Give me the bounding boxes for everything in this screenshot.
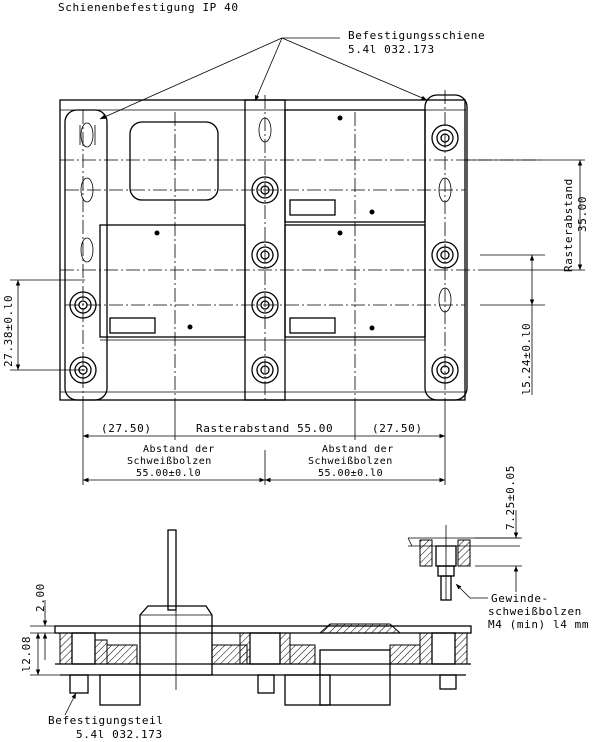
dim-side-top: 2.00 (34, 583, 47, 612)
bolt-label-line2: schweißbolzen (488, 605, 582, 618)
part-label-name: Befestigungsteil (48, 714, 164, 727)
top-view (59, 90, 540, 401)
left-rail (64, 109, 108, 401)
dim-bolt-height: 7.25±0.05 (504, 465, 517, 530)
dim-side-height: l2.08 (20, 636, 33, 672)
drawing-title: Schienenbefestigung IP 40 (58, 1, 239, 14)
dim-left-offset: (27.50) (101, 422, 152, 435)
dim-right-grid-title: Rasterabstand (562, 178, 575, 272)
bolt-dist-left-value: 55.00±0.l0 (136, 468, 201, 479)
rail-label-name: Befestigungsschiene (348, 29, 485, 42)
dim-right-grid-value: 35.00 (576, 196, 589, 232)
bolt-dist-right-value: 55.00±0.l0 (318, 468, 383, 479)
label-plate (109, 317, 156, 334)
rail-label-leaders (99, 37, 428, 120)
dim-grid-spacing: Rasterabstand 55.00 (196, 422, 333, 435)
center-lines (60, 90, 540, 400)
module-dots (154, 115, 375, 331)
rail-slots (79, 117, 452, 313)
dim-left-vertical (10, 279, 85, 371)
bolt-label-line3: M4 (min) l4 mm (488, 618, 589, 631)
dim-left-value: 27.38±0.l0 (2, 295, 15, 367)
bolt-dist-left-title1: Abstand der (143, 444, 215, 455)
bolts (69, 124, 459, 384)
dim-right-small-value: l5.24±0.l0 (520, 323, 533, 395)
rail-label-number: 5.4l 032.173 (348, 43, 435, 56)
dim-right-vertical (465, 159, 585, 395)
bolt-detail (407, 510, 522, 601)
dim-horizontal (82, 400, 446, 485)
label-plate (289, 317, 336, 334)
bolt-dist-left-title2: Schweißbolzen (127, 456, 212, 467)
dim-right-offset: (27.50) (372, 422, 423, 435)
label-plate (289, 199, 336, 216)
module-middle-left (99, 224, 246, 338)
inner-window (129, 121, 219, 201)
part-label-number: 5.4l 032.173 (76, 728, 163, 741)
bolt-dist-right-title2: Schweißbolzen (308, 456, 393, 467)
bolt-label-line1: Gewinde- (491, 592, 549, 605)
bolt-dist-right-title1: Abstand der (322, 444, 394, 455)
side-view (30, 529, 472, 716)
